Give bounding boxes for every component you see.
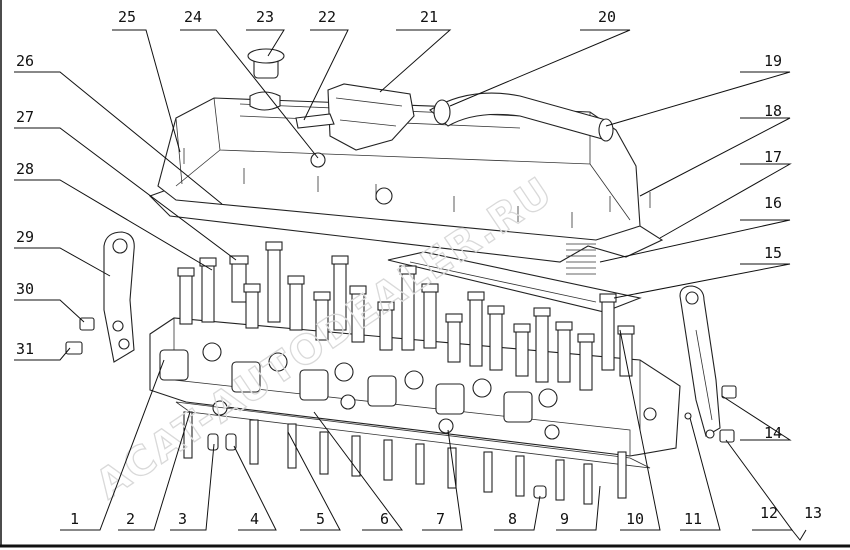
oil-filler-neck	[249, 91, 281, 111]
callout-11: 11	[684, 510, 702, 528]
callout-9: 9	[560, 510, 569, 528]
callout-14: 14	[764, 424, 782, 442]
callout-8: 8	[508, 510, 517, 528]
callout-10: 10	[626, 510, 644, 528]
callout-31: 31	[16, 340, 34, 358]
callout-15: 15	[764, 244, 782, 262]
callout-3: 3	[178, 510, 187, 528]
callout-25: 25	[118, 8, 136, 26]
leader-lines	[14, 29, 807, 541]
valve-cover	[148, 48, 664, 275]
rear-lifting-bracket	[679, 285, 737, 443]
callout-2: 2	[126, 510, 135, 528]
callout-29: 29	[16, 228, 34, 246]
callout-26: 26	[16, 52, 34, 70]
breather-housing	[327, 83, 415, 151]
callout-20: 20	[598, 8, 616, 26]
callout-24: 24	[184, 8, 202, 26]
callout-23: 23	[256, 8, 274, 26]
cover-seal-spring	[566, 243, 596, 275]
callout-1: 1	[70, 510, 79, 528]
callout-19: 19	[764, 52, 782, 70]
callout-13: 13	[804, 504, 822, 522]
callout-18: 18	[764, 102, 782, 120]
callout-21: 21	[420, 8, 438, 26]
valve-cover-body	[157, 97, 641, 241]
head-bolts	[177, 241, 635, 391]
callout-6: 6	[380, 510, 389, 528]
callout-28: 28	[16, 160, 34, 178]
callout-5: 5	[316, 510, 325, 528]
callout-4: 4	[250, 510, 259, 528]
callout-30: 30	[16, 280, 34, 298]
callout-27: 27	[16, 108, 34, 126]
callout-labels: 1 2 3 4 5 6 7 8 9 10 11 12 13 14 15 16 1…	[16, 8, 822, 528]
callout-12: 12	[760, 504, 778, 522]
callout-7: 7	[436, 510, 445, 528]
head-top-gasket	[387, 251, 642, 313]
callout-22: 22	[318, 8, 336, 26]
callout-17: 17	[764, 148, 782, 166]
callout-16: 16	[764, 194, 782, 212]
front-lifting-bracket	[65, 231, 135, 363]
